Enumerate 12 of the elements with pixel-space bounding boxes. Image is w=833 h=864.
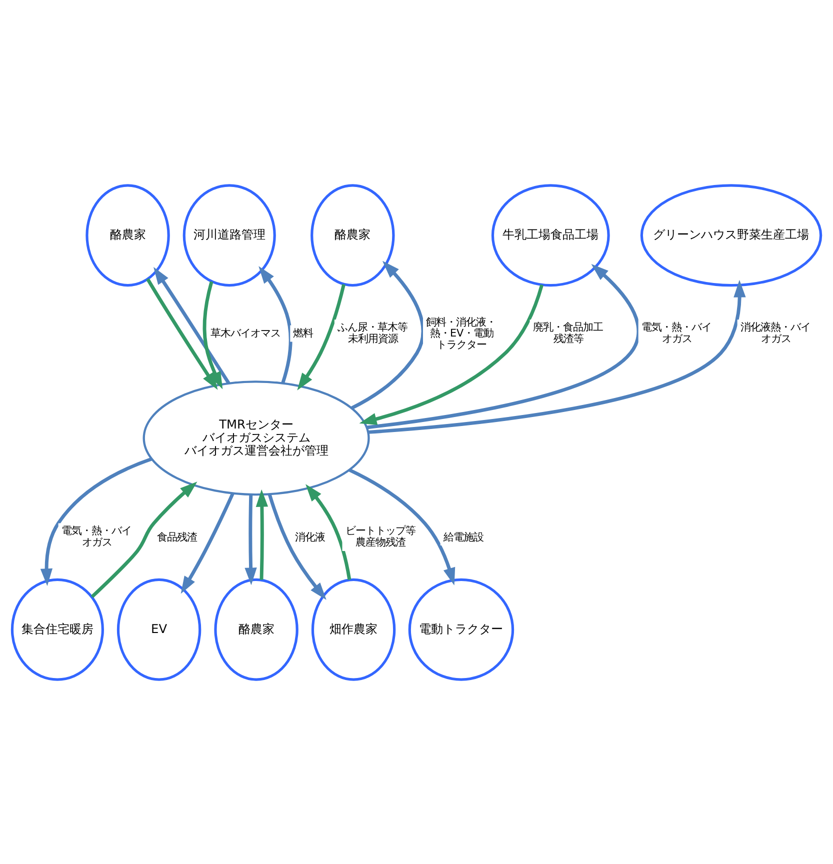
edge-label: 電気・熱・バイオガス — [641, 321, 712, 344]
edge-label: 給電施設 — [443, 530, 484, 543]
edge-label: 燃料 — [293, 327, 314, 340]
edge-label: 食品残渣 — [156, 530, 197, 543]
edge-label: 草木バイオマス — [210, 327, 281, 340]
edge-label: 飼料・消化液・熱・EV・電動トラクター — [426, 316, 496, 350]
edge-label: 廃乳・食品加工残渣等 — [532, 321, 603, 344]
edge-label: 電気・熱・バイオガス — [61, 524, 132, 548]
edge-label: 消化液 — [294, 530, 325, 543]
edge-label: ビートトップ等農産物残渣 — [345, 524, 416, 548]
edge-label: ふん尿・草木等未利用資源 — [337, 321, 408, 344]
edge-label: 消化液熱・バイオガス — [740, 321, 810, 344]
